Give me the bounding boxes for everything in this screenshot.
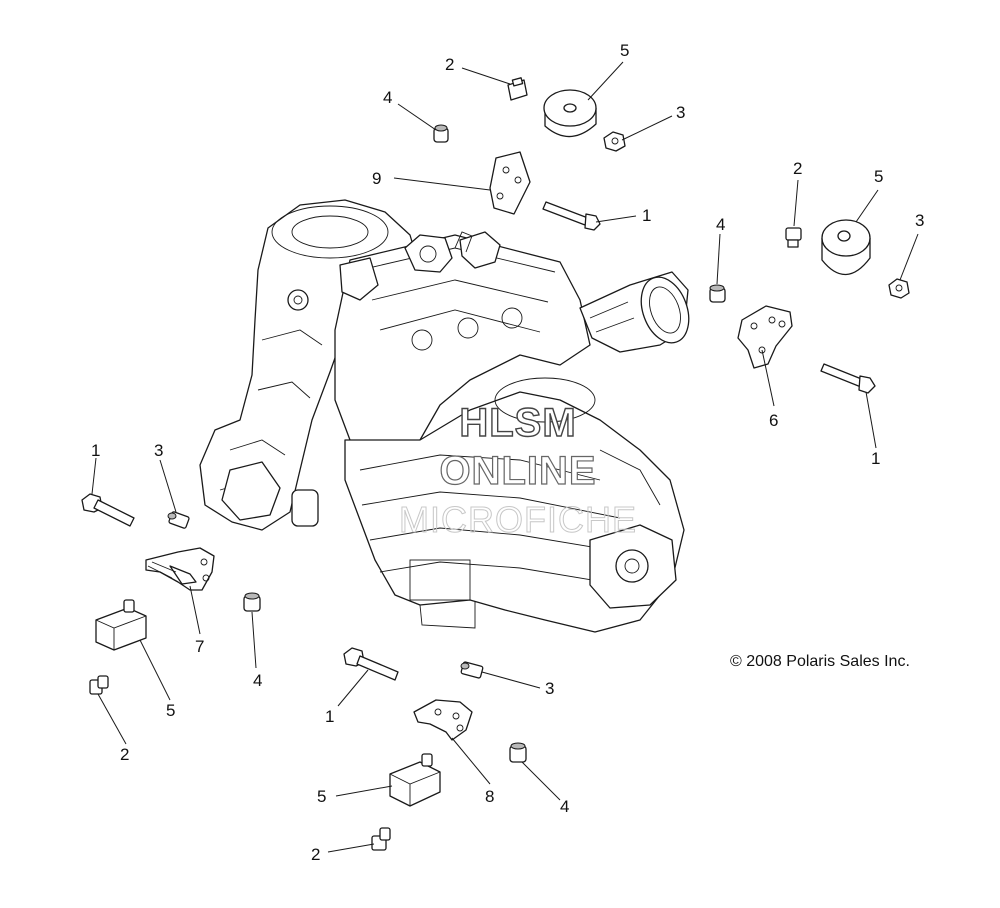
callout-4-bottom: 4 (560, 797, 569, 816)
callout-2-right: 2 (793, 159, 802, 178)
bolt-1-top (542, 201, 601, 231)
bracket-6 (737, 305, 793, 369)
bracket-7 (145, 547, 215, 591)
nut-4-top (433, 124, 449, 143)
watermark-line-1: HLSM (459, 401, 576, 445)
screw-2-top (507, 77, 528, 101)
rubber-mount-5-right (821, 219, 871, 276)
nut-3-bottom (460, 661, 484, 679)
screw-2-bottom (371, 827, 391, 851)
rubber-mount-5-top (543, 89, 597, 138)
callout-4-right: 4 (716, 215, 725, 234)
callout-2-top: 2 (445, 55, 454, 74)
nut-4-bottom (509, 742, 527, 763)
bolt-1-bottom (343, 647, 399, 681)
leader-lines (91, 61, 919, 853)
nut-4-left (243, 592, 261, 612)
callout-labels: 1 1 1 1 2 2 2 2 3 3 3 3 4 4 4 4 5 5 5 5 … (91, 41, 924, 864)
callout-9: 9 (372, 169, 381, 188)
watermark-line-2: ONLINE (439, 449, 596, 493)
callout-7: 7 (195, 637, 204, 656)
callout-2-left: 2 (120, 745, 129, 764)
nut-3-left (167, 511, 190, 529)
callout-3-left: 3 (154, 441, 163, 460)
right-mount-group (709, 219, 910, 394)
watermark: HLSM ONLINE MICROFICHE (399, 400, 637, 540)
copyright-notice: © 2008 Polaris Sales Inc. (730, 653, 910, 670)
callout-3-top: 3 (676, 103, 685, 122)
engine-assembly (199, 199, 690, 633)
top-mount-group (433, 77, 626, 231)
bolt-1-right (820, 363, 876, 394)
callout-5-left: 5 (166, 701, 175, 720)
callout-1-right: 1 (871, 449, 880, 468)
callout-5-right: 5 (874, 167, 883, 186)
bracket-8 (413, 699, 473, 741)
callout-1-top: 1 (642, 206, 651, 225)
callout-1-left: 1 (91, 441, 100, 460)
bottom-mount-group (343, 647, 527, 851)
callout-1-bottom: 1 (325, 707, 334, 726)
callout-4-top: 4 (383, 88, 392, 107)
nut-3-right (888, 278, 910, 299)
screw-2-right (785, 227, 802, 248)
callout-3-right: 3 (915, 211, 924, 230)
nut-4-right (709, 284, 726, 303)
callout-6: 6 (769, 411, 778, 430)
callout-3-bottom: 3 (545, 679, 554, 698)
watermark-line-3: MICROFICHE (399, 499, 637, 540)
rubber-mount-5-left (95, 599, 147, 651)
callout-2-bottom: 2 (311, 845, 320, 864)
nut-3-top (603, 131, 626, 152)
rubber-mount-5-bottom (389, 753, 441, 807)
callout-5-top: 5 (620, 41, 629, 60)
bracket-9 (489, 151, 531, 215)
callout-4-left: 4 (253, 671, 262, 690)
screw-2-left (89, 675, 109, 695)
bolt-1-left (81, 493, 135, 527)
callout-8: 8 (485, 787, 494, 806)
callout-5-bottom: 5 (317, 787, 326, 806)
left-mount-group (81, 493, 261, 695)
